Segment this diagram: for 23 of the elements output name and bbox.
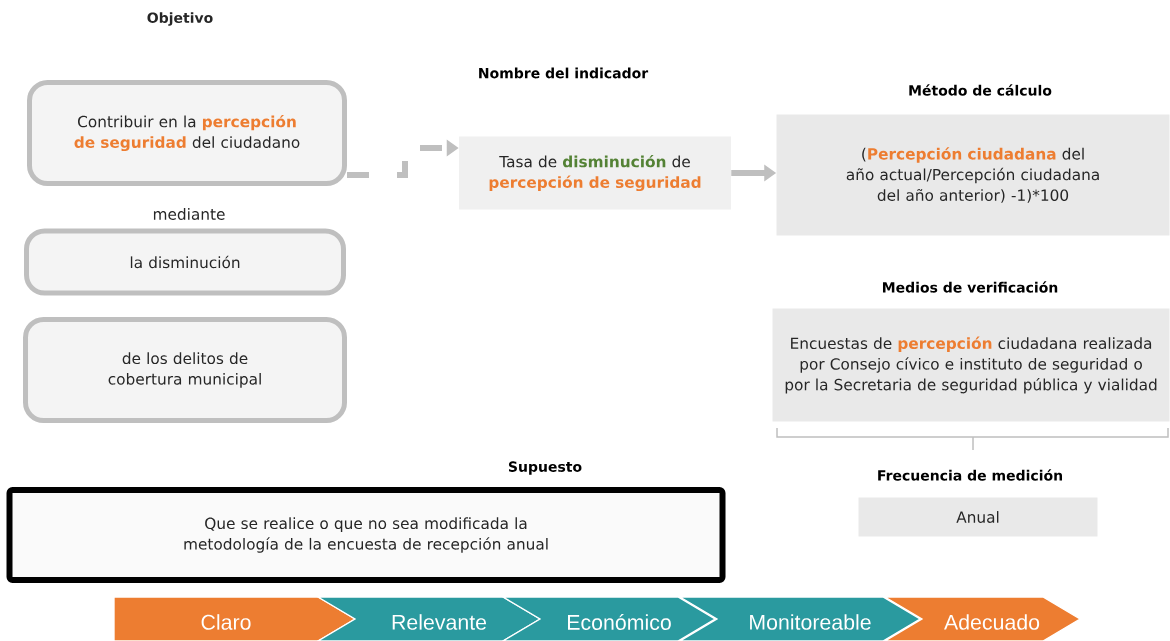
heading: Objetivo [147,12,213,26]
node-label: Relevante [392,614,487,630]
heading: Medios de verificación [883,281,1058,293]
heading: Método de cálculo [909,84,1052,96]
heading: Nombre del indicador [479,67,649,79]
text-box: Que se realice o que no sea modificada la metodología de la encuesta de recepción anual [6,487,726,583]
node-label: Económico [568,614,671,630]
text-box: Anual [858,497,1098,537]
text-box: Encuestas de percepción ciudadana realizada por Consejo cívico e instituto de seguridad o por la Secretaria de seguridad pública y vialidad [772,308,1170,422]
rounded-box: Contribuir en la percepción de seguridad del ciudadano [27,80,347,186]
heading: Supuesto [508,461,582,475]
chevron-step: Monitoreable [677,596,922,641]
chevron-step: Relevante [315,596,542,641]
heading: Frecuencia de medición [878,469,1062,481]
chevron-step: Claro [113,596,357,641]
rounded-box: la disminución [24,228,346,296]
text-box: (Percepción ciudadana del año actual/Percepción ciudadana del año anterior) -1)*100 [776,114,1170,236]
text-box: Tasa de disminución de percepción de seguridad [459,136,731,210]
rounded-box: de los delitos de cobertura municipal [23,317,347,423]
chevron-step: Adecuado [882,596,1082,641]
chevron-step: Económico [500,596,717,641]
connector-text: mediante [153,208,225,220]
node-label: Monitoreable [750,614,871,630]
